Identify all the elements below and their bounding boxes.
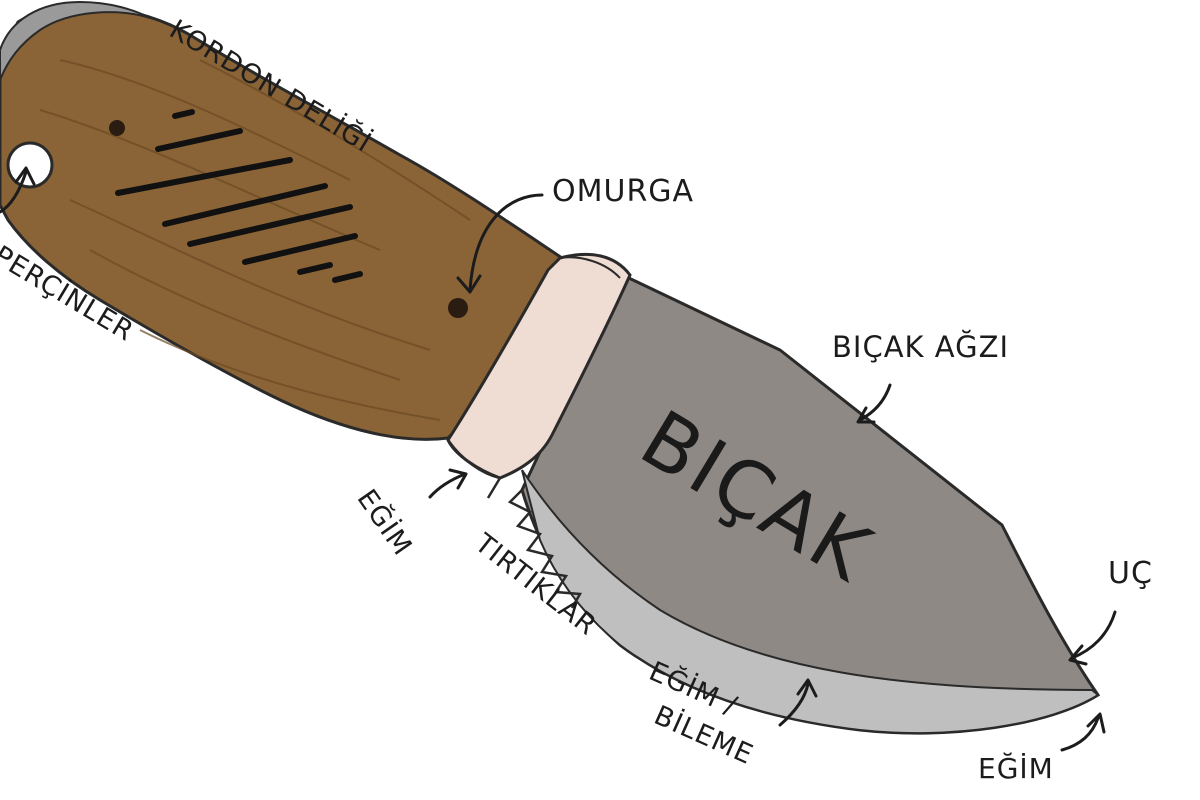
- arrow-rivets: [0, 166, 36, 214]
- label-point: UÇ: [1108, 556, 1153, 591]
- serrations: [507, 489, 583, 609]
- arrow-tang: [456, 193, 544, 294]
- arrow-edge-bevel: [778, 678, 818, 727]
- edge-bevel: [521, 469, 1100, 735]
- knife-bolster: [446, 252, 632, 499]
- label-spine: BIÇAK AĞZI: [832, 330, 1009, 364]
- arrow-bolster-bevel: [428, 468, 468, 499]
- label-tang: OMURGA: [552, 174, 695, 209]
- rivet-2: [448, 298, 468, 318]
- arrow-spine: [856, 383, 892, 424]
- arrow-tip-bevel: [1060, 712, 1106, 752]
- label-tip-bevel: EĞİM: [978, 752, 1054, 785]
- knife-blade: [507, 267, 1101, 735]
- arrow-point: [1068, 610, 1117, 666]
- knife-handle: [0, 0, 570, 441]
- rivet-1: [109, 120, 125, 136]
- lanyard-hole: [6, 141, 54, 189]
